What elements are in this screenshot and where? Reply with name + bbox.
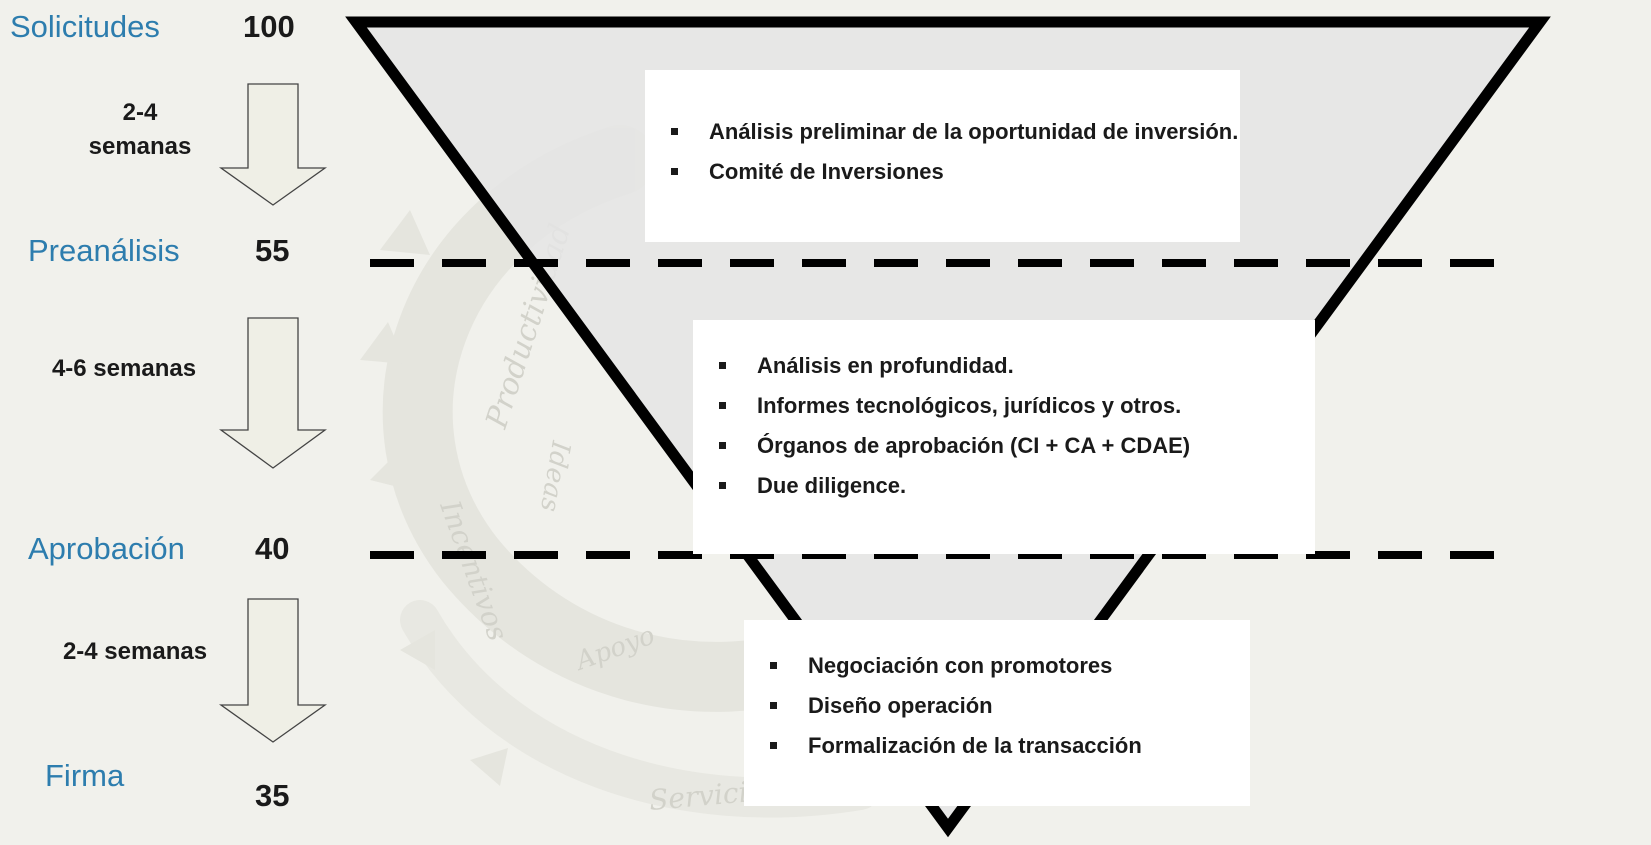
stage-box-firma-list: Negociación con promotores Diseño operac… <box>762 646 1250 766</box>
duration-arrow-3 <box>218 598 328 743</box>
duration-label-2: 4-6 semanas <box>51 355 197 382</box>
watermark-word-ideas: Ideas <box>534 438 576 514</box>
box-item: Diseño operación <box>762 686 1250 726</box>
stage-box-aprobacion-list: Análisis en profundidad. Informes tecnol… <box>711 346 1315 506</box>
stage-count-preanalisis: 55 <box>255 233 290 268</box>
stage-box-preanalisis: Análisis preliminar de la oportunidad de… <box>645 70 1240 242</box>
stage-box-aprobacion: Análisis en profundidad. Informes tecnol… <box>693 320 1315 554</box>
stage-label-aprobacion: Aprobación <box>28 531 185 566</box>
duration-label-1-line1: 2-4 <box>122 99 158 126</box>
stage-box-preanalisis-list: Análisis preliminar de la oportunidad de… <box>663 112 1240 192</box>
box-item: Comité de Inversiones <box>663 152 1240 192</box>
duration-label-3: 2-4 semanas <box>62 638 208 665</box>
box-item: Órganos de aprobación (CI + CA + CDAE) <box>711 426 1315 466</box>
stage-count-solicitudes: 100 <box>243 9 295 44</box>
stage-label-firma: Firma <box>45 758 125 793</box>
stage-label-solicitudes: Solicitudes <box>10 9 160 44</box>
stage-count-aprobacion: 40 <box>255 531 290 566</box>
duration-label-1: 2-4 semanas <box>70 96 210 164</box>
box-item: Negociación con promotores <box>762 646 1250 686</box>
stage-count-firma: 35 <box>255 778 290 813</box>
stage-box-firma: Negociación con promotores Diseño operac… <box>744 620 1250 806</box>
box-item: Análisis preliminar de la oportunidad de… <box>663 112 1240 152</box>
stage-label-preanalisis: Preanálisis <box>28 233 180 268</box>
box-item: Formalización de la transacción <box>762 726 1250 766</box>
box-item: Análisis en profundidad. <box>711 346 1315 386</box>
box-item: Due diligence. <box>711 466 1315 506</box>
duration-arrow-1 <box>218 83 328 206</box>
box-item: Informes tecnológicos, jurídicos y otros… <box>711 386 1315 426</box>
duration-label-1-line2: semanas <box>88 133 192 160</box>
duration-arrow-2 <box>219 317 327 469</box>
